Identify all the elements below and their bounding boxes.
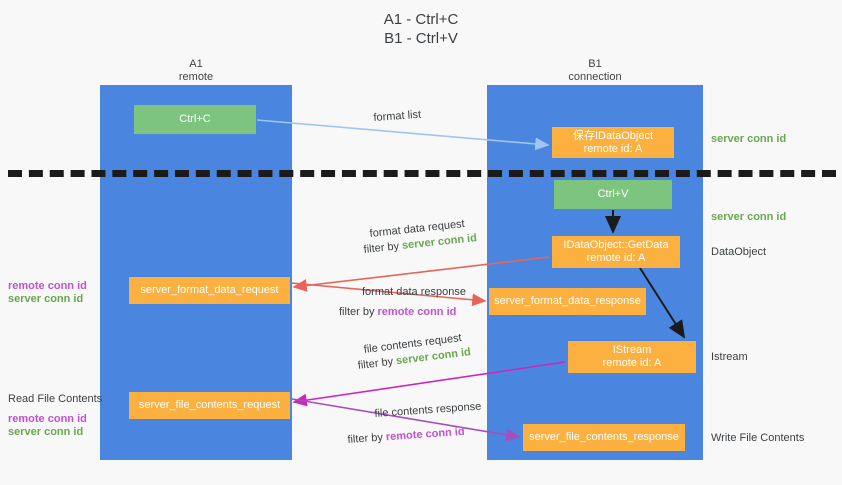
left-label-remote-conn-id-2: remote conn id	[8, 413, 87, 425]
lane-header-b1: B1 connection	[568, 58, 622, 83]
filter-value: remote conn id	[385, 425, 465, 444]
filter-prefix: filter by	[339, 306, 378, 318]
filter-prefix: filter by	[347, 431, 387, 446]
right-label-server-conn-id-2: server conn id	[711, 211, 787, 223]
edge-label-file-contents-response-filter: filter by remote conn id	[347, 425, 465, 448]
right-label-write-file-contents: Write File Contents	[711, 432, 805, 444]
node-getdata-line1: IDataObject::GetData	[563, 239, 669, 251]
node-server-format-data-response[interactable]: server_format_data_response	[489, 288, 646, 315]
edge-label-format-data-response-filter: filter by remote conn id	[339, 305, 456, 320]
node-file-resp-label: server_file_contents_response	[529, 431, 679, 443]
node-ctrl-c-line1: Ctrl+C	[179, 113, 211, 125]
node-istream-line2: remote id: A	[602, 357, 662, 369]
edge-label-format-list: format list	[373, 108, 422, 124]
lane-header-a1: A1 remote	[178, 58, 214, 83]
left-label-read-file-contents: Read File Contents	[8, 393, 103, 405]
node-idataobject-line2: remote id: A	[583, 142, 643, 155]
node-getdata-line2: remote id: A	[586, 252, 646, 264]
node-ctrl-c[interactable]: Ctrl+C	[134, 105, 256, 134]
left-label-server-conn-id-2: server conn id	[8, 426, 84, 438]
right-label-istream: Istream	[711, 351, 748, 363]
edge-label-file-contents-response: file contents response	[374, 400, 482, 420]
node-server-file-contents-response[interactable]: server_file_contents_response	[523, 424, 685, 451]
node-ctrl-v-line1: Ctrl+V	[597, 188, 629, 200]
right-label-dataobject: DataObject	[711, 246, 767, 258]
node-fmt-resp-label: server_format_data_response	[494, 295, 641, 307]
filter-value: remote conn id	[377, 306, 457, 318]
node-idataobject[interactable]: 保存IDataObject remote id: A	[552, 127, 674, 158]
filter-prefix: filter by	[357, 355, 397, 372]
node-file-req-label: server_file_contents_request	[138, 399, 281, 411]
left-label-remote-conn-id-1: remote conn id	[8, 280, 87, 292]
node-istream[interactable]: IStream remote id: A	[568, 341, 696, 373]
node-idataobject-getdata[interactable]: IDataObject::GetData remote id: A	[552, 236, 680, 268]
node-ctrl-v[interactable]: Ctrl+V	[554, 180, 672, 209]
filter-prefix: filter by	[363, 239, 403, 256]
node-idataobject-line1: 保存IDataObject	[572, 129, 654, 142]
page-title: A1 - Ctrl+C B1 - Ctrl+V	[383, 11, 459, 47]
phase-divider	[8, 170, 836, 177]
edge-label-format-data-response: format data response	[362, 286, 466, 298]
node-server-file-contents-request[interactable]: server_file_contents_request	[129, 392, 290, 419]
left-label-server-conn-id-1: server conn id	[8, 293, 84, 305]
right-label-server-conn-id-1: server conn id	[711, 133, 787, 145]
node-fmt-req-label: server_format_data_request	[140, 284, 279, 296]
node-istream-line1: IStream	[612, 344, 652, 356]
node-server-format-data-request[interactable]: server_format_data_request	[129, 277, 290, 304]
